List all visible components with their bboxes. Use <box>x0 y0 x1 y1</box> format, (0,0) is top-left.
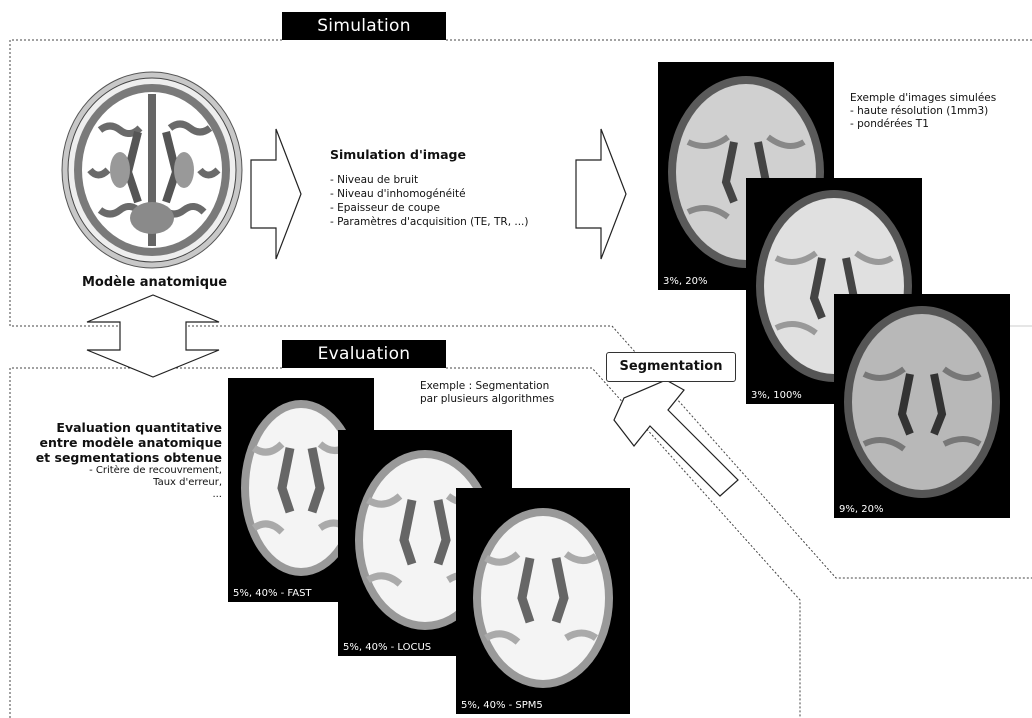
example-sim-line-2: - haute résolution (1mm3) <box>850 105 989 117</box>
image-sim-title: Simulation d'image <box>330 147 466 162</box>
example-seg-line-2: par plusieurs algorithmes <box>420 393 555 405</box>
image-sim-item-1: - Niveau de bruit <box>330 174 419 186</box>
simulated-image-3-caption: 9%, 20% <box>837 503 886 516</box>
arrow-segmentation <box>608 370 748 500</box>
evaluation-tag: Evaluation <box>282 340 446 368</box>
arrow-to-simulation <box>250 128 302 260</box>
example-sim-line-3: - pondérées T1 <box>850 118 929 130</box>
arrow-to-images <box>575 128 627 260</box>
evaluation-line-2: entre modèle anatomique <box>39 435 222 450</box>
evaluation-line-3: et segmentations obtenue <box>35 450 222 465</box>
simulated-image-1-caption: 3%, 20% <box>661 275 710 288</box>
evaluation-description: Evaluation quantitative entre modèle ana… <box>0 420 222 501</box>
evaluation-detail-1: - Critère de recouvrement, <box>89 465 222 476</box>
evaluation-line-1: Evaluation quantitative <box>56 420 222 435</box>
anatomical-model-image <box>60 70 245 270</box>
anatomical-model-label: Modèle anatomique <box>82 275 228 290</box>
segmented-image-locus-caption: 5%, 40% - LOCUS <box>341 641 434 654</box>
image-sim-item-4: - Paramètres d'acquisition (TE, TR, ...) <box>330 216 529 228</box>
simulated-image-3: 9%, 20% <box>834 294 1010 518</box>
segmented-image-spm5-caption: 5%, 40% - SPM5 <box>459 699 545 712</box>
segmentation-label: Segmentation <box>606 352 736 382</box>
simulation-tag: Simulation <box>282 12 446 40</box>
example-sim-line-1: Exemple d'images simulées <box>850 92 997 104</box>
example-seg-line-1: Exemple : Segmentation <box>420 380 550 392</box>
simulated-image-2-caption: 3%, 100% <box>749 389 804 402</box>
double-arrow-evaluation <box>86 294 220 378</box>
segmented-image-spm5: 5%, 40% - SPM5 <box>456 488 630 714</box>
evaluation-detail-2: Taux d'erreur, <box>153 477 222 488</box>
evaluation-detail-3: ... <box>212 489 222 500</box>
segmented-image-fast-caption: 5%, 40% - FAST <box>231 587 314 600</box>
image-sim-item-2: - Niveau d'inhomogénéité <box>330 188 466 200</box>
image-sim-item-3: - Epaisseur de coupe <box>330 202 440 214</box>
